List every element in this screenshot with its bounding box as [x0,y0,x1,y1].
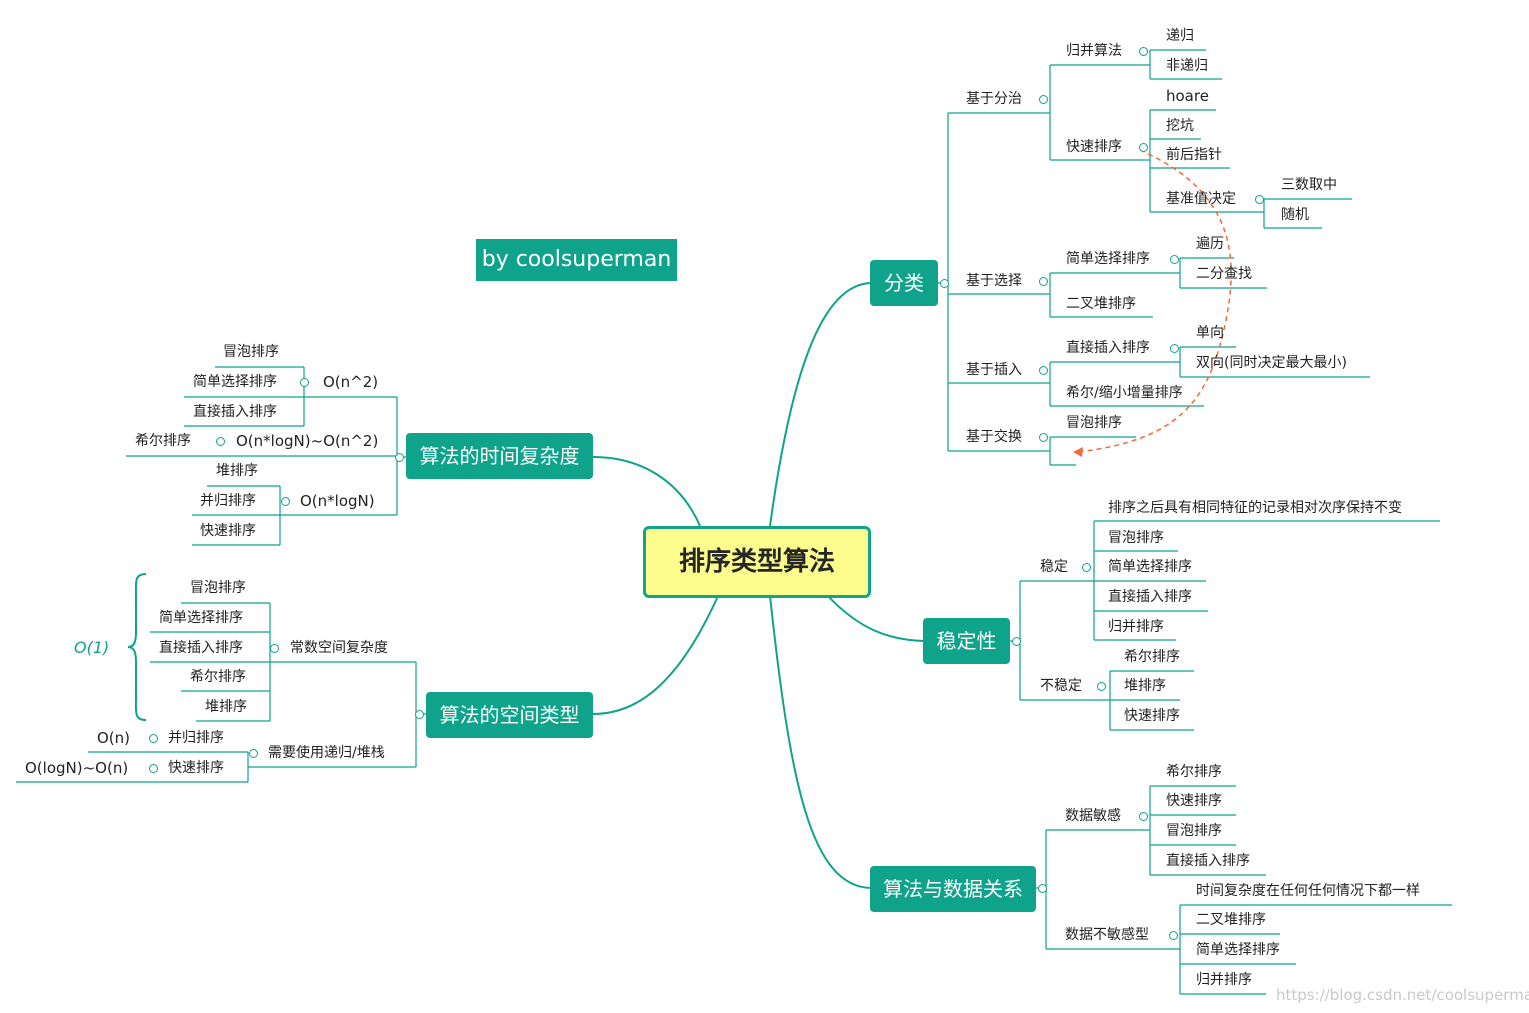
collapse-icon[interactable] [1082,563,1091,572]
node-sensitive[interactable]: 数据敏感 [1065,808,1121,824]
leaf[interactable]: 三数取中 [1281,177,1337,193]
leaf[interactable]: 快速排序 [168,760,224,776]
leaf[interactable]: 简单选择排序 [1108,559,1192,575]
collapse-icon[interactable] [1170,344,1179,353]
collapse-icon[interactable] [1139,47,1148,56]
collapse-icon[interactable] [270,644,279,653]
leaf[interactable]: 堆排序 [216,463,258,479]
node-select[interactable]: 基于选择 [966,273,1022,289]
node-insensitive[interactable]: 数据不敏感型 [1065,927,1149,943]
collapse-icon[interactable] [1139,143,1148,152]
leaf[interactable]: 直接插入排序 [1166,853,1250,869]
leaf[interactable]: 直接插入排序 [159,640,243,656]
leaf[interactable]: 希尔排序 [1124,649,1180,665]
leaf[interactable]: 冒泡排序 [1066,415,1122,431]
node-merge[interactable]: 归并算法 [1066,43,1122,59]
leaf[interactable]: 挖坑 [1166,118,1194,134]
leaf[interactable]: 简单选择排序 [193,374,277,390]
leaf[interactable]: 冒泡排序 [223,344,279,360]
collapse-icon[interactable] [1039,277,1048,286]
leaf[interactable]: 希尔/缩小增量排序 [1066,385,1183,401]
leaf[interactable]: 二分查找 [1196,266,1252,282]
node-swap[interactable]: 基于交换 [966,429,1022,445]
collapse-icon[interactable] [281,497,290,506]
collapse-icon[interactable] [415,710,424,719]
collapse-icon[interactable] [1039,433,1048,442]
collapse-icon[interactable] [395,453,404,462]
topic-time-complexity[interactable]: 算法的时间复杂度 [406,433,593,479]
leaf[interactable]: 递归 [1166,28,1194,44]
node-stable[interactable]: 稳定 [1040,559,1068,575]
leaf[interactable]: hoare [1166,87,1209,105]
collapse-icon[interactable] [1039,95,1048,104]
leaf[interactable]: 快速排序 [200,523,256,539]
topic-classify[interactable]: 分类 [870,260,938,306]
collapse-icon[interactable] [1012,637,1021,646]
leaf[interactable]: 堆排序 [1124,678,1166,694]
leaf[interactable]: 直接插入排序 [1108,589,1192,605]
collapse-icon[interactable] [149,764,158,773]
leaf[interactable]: 遍历 [1196,236,1224,252]
node-shell-complexity[interactable]: O(n*logN)~O(n^2) [236,432,379,450]
leaf[interactable]: 二叉堆排序 [1066,296,1136,312]
leaf[interactable]: 二叉堆排序 [1196,912,1266,928]
node-constant-space[interactable]: 常数空间复杂度 [290,640,388,656]
collapse-icon[interactable] [1039,366,1048,375]
leaf[interactable]: 随机 [1281,207,1309,223]
node-divide[interactable]: 基于分治 [966,91,1022,107]
node-unstable[interactable]: 不稳定 [1040,678,1082,694]
leaf[interactable]: 冒泡排序 [1166,823,1222,839]
collapse-icon[interactable] [216,437,225,446]
collapse-icon[interactable] [1139,812,1148,821]
leaf-value[interactable]: O(n) [97,729,131,747]
leaf[interactable]: 冒泡排序 [1108,530,1164,546]
collapse-icon[interactable] [249,749,258,758]
watermark: https://blog.csdn.net/coolsuperman [1276,986,1529,1004]
central-topic[interactable]: 排序类型算法 [643,526,871,598]
leaf[interactable]: 并归排序 [168,730,224,746]
collapse-icon[interactable] [1255,195,1264,204]
collapse-icon[interactable] [1170,255,1179,264]
collapse-icon[interactable] [1097,682,1106,691]
leaf[interactable]: 时间复杂度在任何任何情况下都一样 [1196,883,1420,899]
node-simple-select[interactable]: 简单选择排序 [1066,251,1150,267]
leaf-value[interactable]: O(logN)~O(n) [25,759,129,777]
node-pivot[interactable]: 基准值决定 [1166,191,1236,207]
leaf[interactable]: 希尔排序 [1166,764,1222,780]
collapse-icon[interactable] [300,378,309,387]
topic-space-type[interactable]: 算法的空间类型 [426,692,593,738]
collapse-icon[interactable] [940,279,949,288]
leaf[interactable]: 归并排序 [1108,619,1164,635]
leaf[interactable]: 排序之后具有相同特征的记录相对次序保持不变 [1108,500,1402,516]
node-recursive-space[interactable]: 需要使用递归/堆栈 [268,745,385,761]
leaf[interactable]: 前后指针 [1166,147,1222,163]
leaf[interactable]: 并归排序 [200,493,256,509]
collapse-icon[interactable] [1169,931,1178,940]
node-onlogn[interactable]: O(n*logN) [300,492,375,510]
node-on2[interactable]: O(n^2) [323,373,379,391]
leaf[interactable]: 希尔排序 [190,669,246,685]
leaf[interactable]: 简单选择排序 [159,610,243,626]
node-quick[interactable]: 快速排序 [1066,139,1122,155]
leaf[interactable]: 双向(同时决定最大最小) [1196,355,1347,371]
leaf[interactable]: 希尔排序 [135,433,191,449]
leaf[interactable]: 非递归 [1166,58,1208,74]
o1-label: O(1) [74,638,110,657]
author-banner: by coolsuperman [476,239,677,281]
collapse-icon[interactable] [1038,884,1047,893]
leaf[interactable]: 快速排序 [1166,793,1222,809]
topic-data-relation[interactable]: 算法与数据关系 [870,866,1036,912]
leaf[interactable]: 单向 [1196,325,1224,341]
leaf[interactable]: 简单选择排序 [1196,942,1280,958]
node-direct-insert[interactable]: 直接插入排序 [1066,340,1150,356]
leaf[interactable]: 堆排序 [205,699,247,715]
node-insert[interactable]: 基于插入 [966,362,1022,378]
leaf[interactable]: 归并排序 [1196,972,1252,988]
leaf[interactable]: 冒泡排序 [190,580,246,596]
o1-brace [127,573,147,721]
topic-stability[interactable]: 稳定性 [923,618,1010,664]
leaf[interactable]: 快速排序 [1124,708,1180,724]
collapse-icon[interactable] [149,734,158,743]
leaf[interactable]: 直接插入排序 [193,404,277,420]
